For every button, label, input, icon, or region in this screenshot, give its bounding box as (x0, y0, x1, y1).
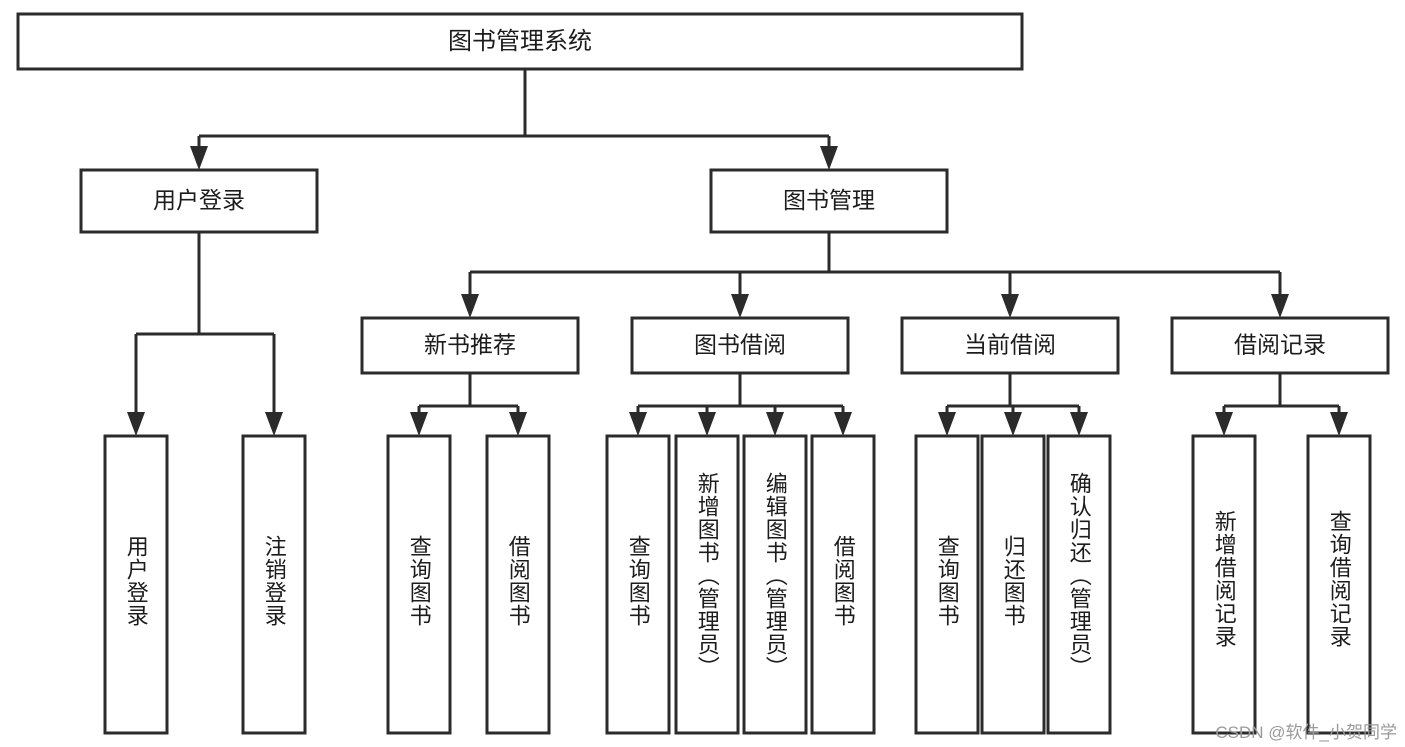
node-label-level2-1: 图书管理 (783, 187, 875, 213)
arrow-head-leaf-用户登录-1 (265, 412, 283, 436)
leaf-box-11[interactable] (1191, 434, 1257, 735)
arrow-head-leaf-当前借阅-1 (1004, 412, 1022, 436)
leaf-box-0[interactable] (103, 434, 169, 735)
node-label-level2-0: 用户登录 (153, 187, 245, 213)
root-node-label: 图书管理系统 (448, 28, 592, 55)
arrow-head-leaf-借阅记录-0 (1215, 412, 1233, 436)
arrow-head-leaf-图书借阅-1 (698, 412, 716, 436)
node-box-level3-0[interactable] (360, 316, 580, 375)
connector-layer (127, 69, 1348, 436)
node-box-level3-2[interactable] (900, 316, 1120, 375)
arrow-head-level3-3 (1271, 294, 1289, 318)
arrow-head-leaf-用户登录-0 (127, 412, 145, 436)
arrow-head-leaf-当前借阅-0 (938, 412, 956, 436)
node-label-level3-1: 图书借阅 (694, 332, 786, 358)
leaf-box-1[interactable] (241, 434, 307, 735)
arrow-head-leaf-图书借阅-2 (766, 412, 784, 436)
node-box-level3-1[interactable] (630, 316, 850, 375)
leaf-box-12[interactable] (1306, 434, 1372, 735)
node-label-level3-0: 新书推荐 (424, 332, 516, 358)
node-box-root[interactable] (16, 12, 1024, 71)
node-box-level2-0[interactable] (79, 168, 319, 234)
leaf-box-9[interactable] (980, 434, 1046, 735)
arrow-head-leaf-新书推荐-0 (410, 412, 428, 436)
arrow-head-level2-1 (820, 146, 838, 170)
arrow-head-leaf-借阅记录-1 (1330, 412, 1348, 436)
leaf-box-7[interactable] (810, 434, 876, 735)
leaf-box-5[interactable] (674, 434, 740, 735)
arrow-head-level2-0 (190, 146, 208, 170)
node-box-level3-3[interactable] (1170, 316, 1390, 375)
node-label-level3-3: 借阅记录 (1234, 332, 1326, 358)
arrow-head-leaf-图书借阅-3 (834, 412, 852, 436)
arrow-head-level3-1 (731, 294, 749, 318)
watermark-text: CSDN @软件_小贺同学 (1215, 723, 1397, 742)
node-box-level2-1[interactable] (709, 168, 949, 234)
leaf-box-8[interactable] (914, 434, 980, 735)
arrow-head-leaf-当前借阅-2 (1070, 412, 1088, 436)
leaf-box-2[interactable] (386, 434, 452, 735)
leaf-box-6[interactable] (742, 434, 808, 735)
arrow-head-level3-2 (1001, 294, 1019, 318)
leaf-box-10[interactable] (1046, 434, 1112, 735)
box-layer (16, 12, 1390, 735)
arrow-head-leaf-新书推荐-1 (509, 412, 527, 436)
arrow-head-level3-0 (461, 294, 479, 318)
arrow-head-leaf-图书借阅-0 (629, 412, 647, 436)
leaf-box-4[interactable] (605, 434, 671, 735)
leaf-box-3[interactable] (485, 434, 551, 735)
node-label-level3-2: 当前借阅 (964, 332, 1056, 358)
